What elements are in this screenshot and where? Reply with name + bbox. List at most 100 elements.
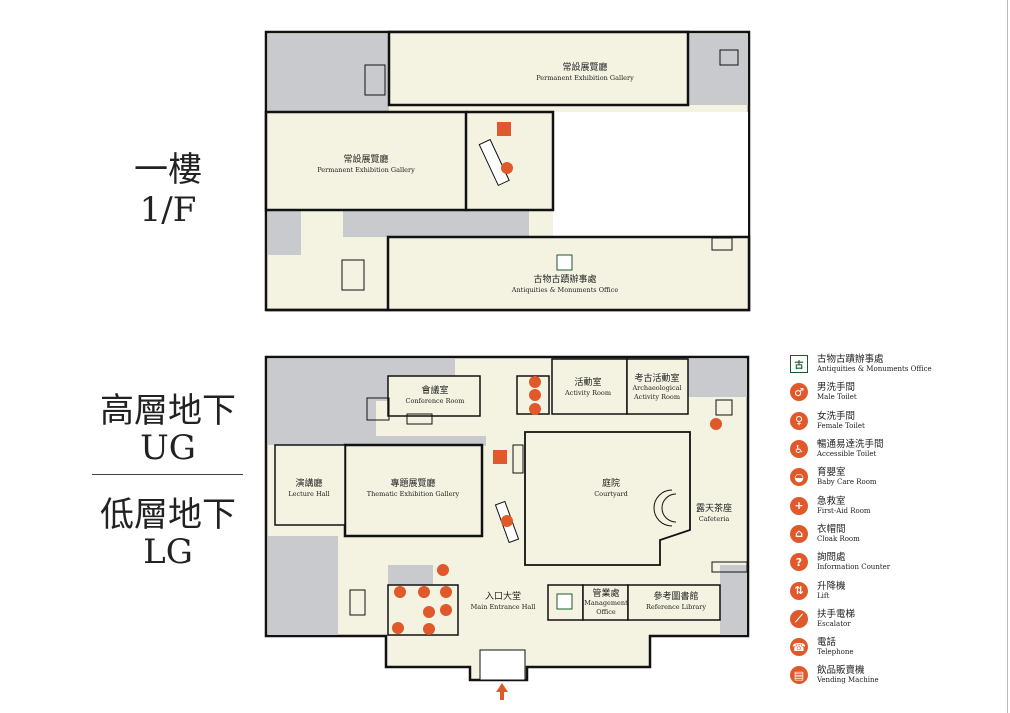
male-toilet-icon-2 (394, 586, 406, 598)
baby-care-icon (392, 622, 404, 634)
label-library-zh: 參考圖書館 (653, 590, 698, 602)
female-toilet-icon-2 (418, 586, 430, 598)
level-1f-en: 1/F (139, 190, 197, 230)
label-mgmt-en1: Management (584, 599, 628, 607)
label-cafe-zh: 露天茶座 (696, 502, 732, 514)
room-management (582, 584, 629, 621)
legend-label-zh: 男洗手間 (817, 382, 856, 394)
antiquities-office-icon-1f (556, 254, 573, 271)
label-entrance-en: Main Entrance Hall (471, 603, 536, 611)
vending-machine-icon (710, 418, 722, 430)
label-cafe-en: Cafeteria (699, 515, 730, 523)
escalator-icon: ⟋ (790, 609, 808, 628)
label-activity-zh: 活動室 (574, 376, 601, 388)
cloak-room-icon (440, 586, 452, 598)
legend-label-zh: 急救室 (817, 495, 846, 507)
information-icon (440, 604, 452, 616)
legend-label-en: Accessible Toilet (817, 450, 877, 459)
label-perm-left-en: Permanent Exhibition Gallery (317, 166, 415, 174)
legend-label-en: Information Counter (817, 563, 891, 572)
legend-label-zh: 古物古蹟辦事處 (817, 354, 884, 366)
room-perm-top (387, 30, 690, 107)
telephone-icon (423, 623, 435, 635)
label-library-en: Reference Library (646, 603, 706, 611)
first-aid-icon (437, 564, 449, 576)
information-icon: ? (790, 553, 808, 572)
antiquities-office-icon: 古 (790, 355, 808, 374)
legend-label-zh: 電話 (817, 637, 837, 649)
room-courtyard (524, 431, 691, 566)
legend-label-en: Cloak Room (817, 534, 860, 543)
level-lg-zh: 低層地下 (100, 495, 236, 535)
label-entrance-zh: 入口大堂 (485, 590, 521, 602)
room-library (627, 584, 721, 621)
label-amo-zh: 古物古蹟辦事處 (533, 273, 596, 285)
level-ug-zh: 高層地下 (100, 391, 236, 431)
legend-label-en: Antiquities & Monuments Office (817, 365, 932, 374)
level-divider (92, 474, 243, 475)
escalator-icon (501, 515, 513, 527)
label-arch-zh: 考古活動室 (634, 372, 679, 384)
label-courtyard-en: Courtyard (594, 490, 628, 498)
accessible-toilet-icon: ♿ (790, 440, 808, 459)
room-activity (551, 358, 628, 415)
room-amo (386, 235, 751, 312)
legend-label-en: Vending Machine (817, 676, 879, 685)
label-perm-top-zh: 常設展覽廳 (562, 61, 607, 73)
label-perm-top-en: Permanent Exhibition Gallery (536, 74, 634, 82)
legend-label-zh: 育嬰室 (817, 467, 846, 479)
level-lg-en: LG (143, 532, 193, 572)
cloak-room-icon: ⌂ (790, 524, 808, 543)
lift-icon: ⇅ (790, 581, 808, 600)
label-conference-en: Conference Room (406, 397, 465, 405)
page-edge (1007, 0, 1008, 713)
entrance-arrow-icon (496, 683, 508, 700)
baby-care-icon: ◒ (790, 468, 808, 487)
label-mgmt-en2: Office (596, 608, 616, 616)
label-arch-en2: Activity Room (633, 393, 680, 401)
label-lecture-en: Lecture Hall (288, 490, 329, 498)
level-1f-zh: 一樓 (134, 150, 202, 190)
facility-icons (392, 376, 722, 700)
telephone-icon: ☎ (790, 638, 808, 657)
label-thematic-en: Thematic Exhibition Gallery (367, 490, 460, 498)
legend-label-en: Telephone (817, 648, 854, 657)
male-toilet-icon: ♂ (790, 383, 808, 402)
room-archaeology (626, 358, 689, 415)
female-toilet-icon (529, 403, 541, 415)
legend-label-en: Escalator (817, 619, 851, 628)
accessible-toilet-icon-2 (423, 606, 435, 618)
legend-label-en: Baby Care Room (817, 478, 877, 487)
male-toilet-icon (529, 376, 541, 388)
label-mgmt-zh: 管業處 (592, 587, 619, 599)
label-arch-en1: Archaeological (631, 384, 681, 392)
label-conference-zh: 會議室 (421, 384, 448, 396)
legend-label-zh: 詢問處 (817, 552, 846, 564)
legend-label-zh: 女洗手間 (817, 410, 856, 422)
legend-label-en: Lift (817, 591, 830, 600)
label-courtyard-zh: 庭院 (602, 477, 620, 489)
label-thematic-zh: 專題展覽廳 (390, 477, 435, 489)
legend-label-zh: 扶手電梯 (817, 608, 856, 620)
label-amo-en: Antiquities & Monuments Office (511, 286, 619, 294)
label-perm-left-zh: 常設展覽廳 (343, 153, 388, 165)
first-aid-icon: + (790, 496, 808, 515)
legend-label-zh: 飲品販賣機 (817, 665, 865, 677)
antiquities-office-icon (556, 593, 573, 610)
legend-label-en: Female Toilet (817, 421, 865, 430)
room-thematic (343, 443, 484, 538)
female-toilet-icon: ♀ (790, 411, 808, 430)
legend-label-zh: 升降機 (817, 580, 846, 592)
lift-icon-1f (497, 122, 511, 136)
